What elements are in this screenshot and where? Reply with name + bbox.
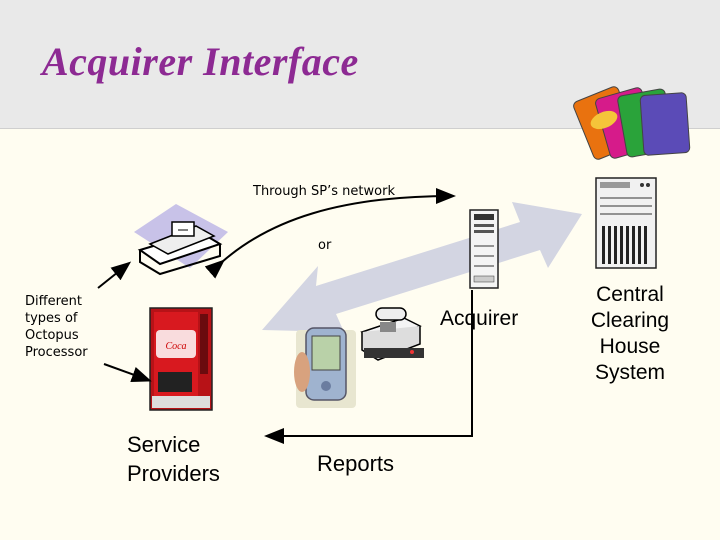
reports-arrow: [264, 290, 473, 444]
processor-label: Different types of Octopus Processor: [25, 294, 88, 360]
network-curve-arrow: [204, 188, 456, 279]
or-label: or: [318, 238, 332, 253]
network-double-arrow: [262, 202, 582, 332]
clearing-house-server-icon: [595, 177, 657, 269]
processor-to-vending-arrow: [103, 363, 152, 383]
octopus-cards-icon: [573, 86, 691, 160]
vending-machine-icon: Coca: [149, 307, 213, 411]
service-providers-label: Service Providers: [127, 432, 220, 486]
phone-terminal-icon: [360, 307, 424, 361]
processor-to-register-arrow: [97, 261, 132, 289]
reports-label: Reports: [317, 451, 395, 476]
through-network-label: Through SP’s network: [253, 184, 395, 199]
clearing-house-label: Central Clearing House System: [590, 283, 670, 384]
slide-header: Acquirer Interface: [0, 0, 720, 129]
acquirer-label: Acquirer: [440, 307, 519, 330]
slide-title: Acquirer Interface: [42, 39, 359, 84]
svg-text:Coca: Coca: [165, 341, 186, 352]
handheld-terminal-icon: [294, 327, 356, 408]
cash-register-icon: [134, 204, 228, 276]
acquirer-server-icon: [469, 209, 499, 289]
